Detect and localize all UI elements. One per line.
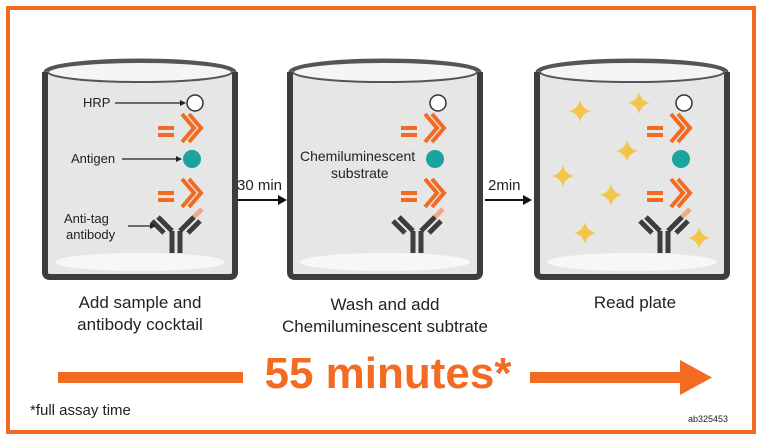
orange-frame bbox=[6, 6, 756, 434]
complex-1 bbox=[115, 94, 204, 253]
step-1-line-2: antibody cocktail bbox=[77, 315, 203, 334]
step-2-caption: Wash and add Chemiluminescent subtrate bbox=[265, 294, 505, 338]
well-1 bbox=[45, 60, 235, 277]
anti-tag-label-1: Anti-tag bbox=[64, 211, 109, 226]
antigen-dot bbox=[183, 150, 201, 168]
arrow-2-label: 2min bbox=[488, 177, 521, 194]
hrp-circle bbox=[186, 94, 204, 112]
step-1-line-1: Add sample and bbox=[78, 293, 202, 312]
catalog-code: ab325453 bbox=[688, 414, 729, 424]
timeline-arrow bbox=[58, 360, 712, 395]
step-3-line-1: Read plate bbox=[593, 293, 677, 312]
footnote: *full assay time bbox=[30, 402, 131, 419]
anti-tag-label-2: antibody bbox=[66, 227, 116, 242]
arrow-2 bbox=[485, 195, 532, 205]
arrow-1 bbox=[238, 195, 287, 205]
step-3-caption: Read plate bbox=[545, 292, 725, 314]
complex-3 bbox=[640, 94, 693, 253]
chemi-label-1: Chemiluminescent bbox=[300, 148, 416, 164]
step-1-caption: Add sample and antibody cocktail bbox=[40, 292, 240, 336]
arrow-1-label: 30 min bbox=[237, 177, 283, 194]
hrp-label: HRP bbox=[83, 95, 111, 110]
step-2-line-2: Chemiluminescent subtrate bbox=[282, 317, 488, 336]
chemi-label-2: substrate bbox=[331, 165, 389, 181]
antigen-label: Antigen bbox=[71, 151, 116, 166]
complex-2 bbox=[393, 94, 447, 253]
step-2-line-1: Wash and add bbox=[330, 295, 440, 314]
total-time: 55 minutes* bbox=[264, 349, 512, 398]
